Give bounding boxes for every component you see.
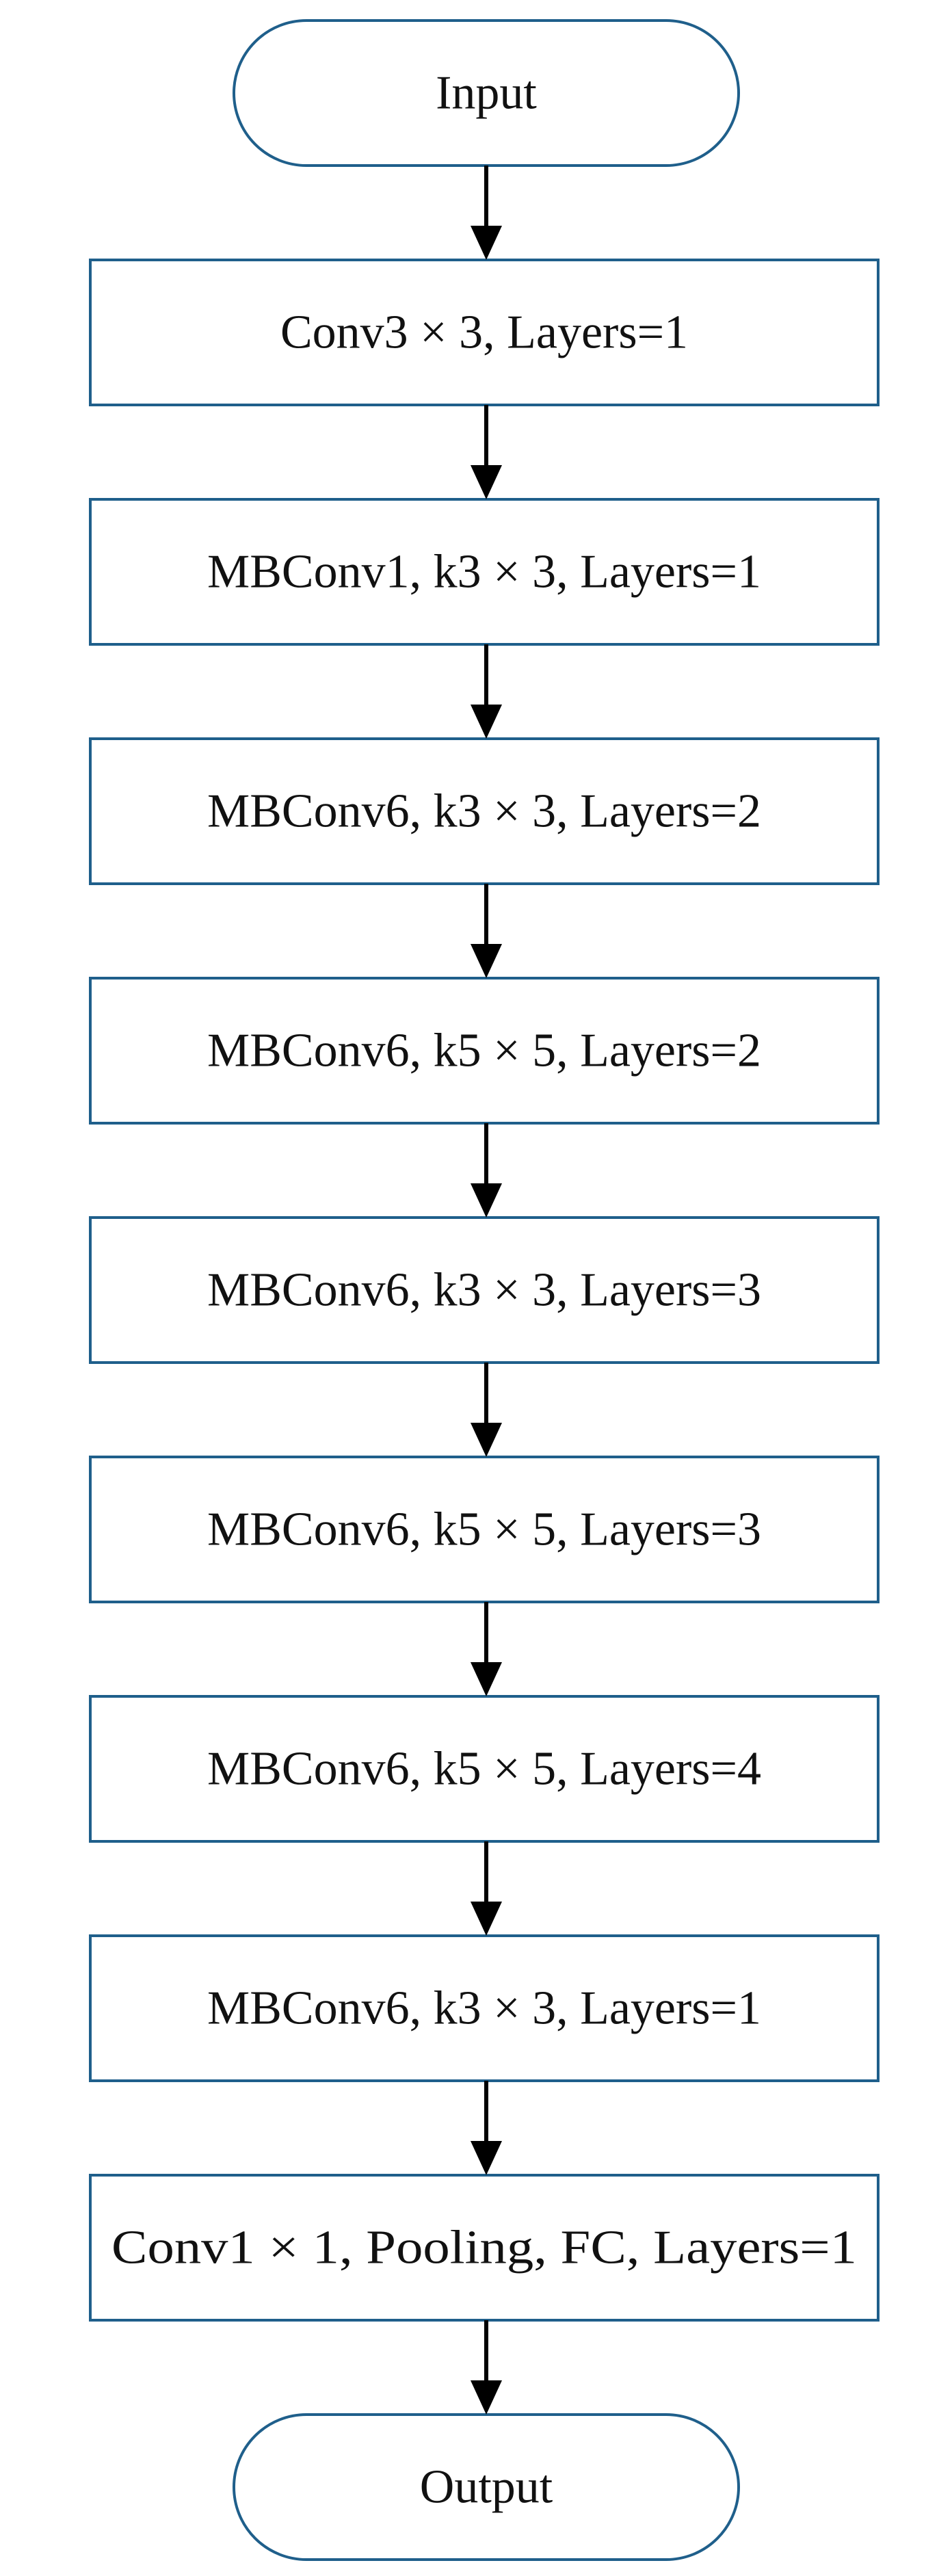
step-label: MBConv6, k3 × 3, Layers=1 xyxy=(207,1982,761,2035)
arrow-step6-to-step7 xyxy=(471,1602,502,1696)
step-mbconv1-k3x3: MBConv1, k3 × 3, Layers=1 xyxy=(89,498,880,646)
step-label: Conv3 × 3, Layers=1 xyxy=(280,306,688,359)
arrow-step4-to-step5 xyxy=(471,1123,502,1218)
step-label: MBConv6, k3 × 3, Layers=3 xyxy=(207,1264,761,1317)
arrow-step1-to-step2 xyxy=(471,405,502,499)
step-label: MBConv6, k5 × 5, Layers=3 xyxy=(207,1503,761,1556)
step-label: MBConv6, k5 × 5, Layers=4 xyxy=(207,1743,761,1796)
arrow-step2-to-step3 xyxy=(471,644,502,739)
input-terminator: Input xyxy=(233,19,740,167)
arrow-step8-to-step9 xyxy=(471,2081,502,2175)
step-conv1x1-pooling-fc: Conv1 × 1, Pooling, FC, Layers=1 xyxy=(89,2174,880,2322)
step-label: MBConv6, k3 × 3, Layers=2 xyxy=(207,785,761,838)
step-label: MBConv1, k3 × 3, Layers=1 xyxy=(207,546,761,599)
step-mbconv6-k3x3-layers2: MBConv6, k3 × 3, Layers=2 xyxy=(89,737,880,885)
arrow-step9-to-output xyxy=(471,2320,502,2415)
step-mbconv6-k5x5-layers4: MBConv6, k5 × 5, Layers=4 xyxy=(89,1695,880,1843)
arrow-step5-to-step6 xyxy=(471,1363,502,1457)
output-terminator: Output xyxy=(233,2413,740,2561)
arrow-step3-to-step4 xyxy=(471,884,502,978)
step-label: Conv1 × 1, Pooling, FC, Layers=1 xyxy=(111,2222,857,2274)
step-mbconv6-k5x5-layers2: MBConv6, k5 × 5, Layers=2 xyxy=(89,977,880,1125)
arrow-step7-to-step8 xyxy=(471,1841,502,1936)
step-mbconv6-k3x3-layers1: MBConv6, k3 × 3, Layers=1 xyxy=(89,1934,880,2082)
input-label: Input xyxy=(436,67,537,120)
step-conv3x3: Conv3 × 3, Layers=1 xyxy=(89,259,880,406)
output-label: Output xyxy=(420,2461,553,2514)
step-mbconv6-k3x3-layers3: MBConv6, k3 × 3, Layers=3 xyxy=(89,1216,880,1364)
arrow-input-to-step1 xyxy=(471,166,502,260)
step-mbconv6-k5x5-layers3: MBConv6, k5 × 5, Layers=3 xyxy=(89,1456,880,1603)
step-label: MBConv6, k5 × 5, Layers=2 xyxy=(207,1025,761,1077)
